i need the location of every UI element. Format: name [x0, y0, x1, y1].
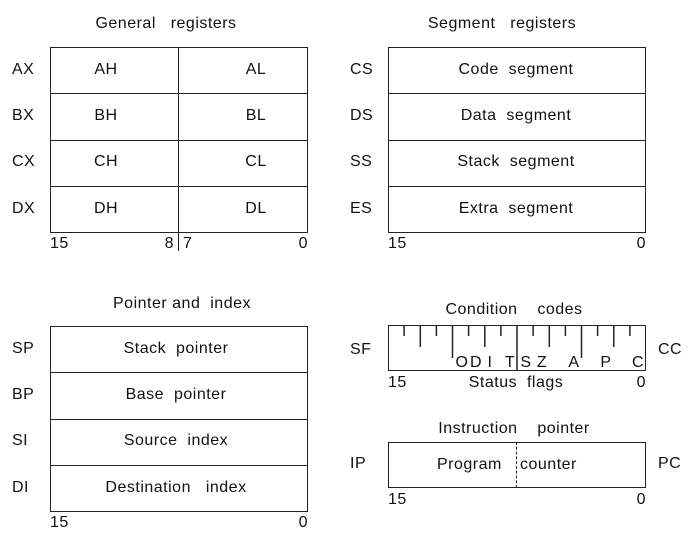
ip-label: IP: [350, 455, 367, 472]
cc-label: CC: [658, 341, 683, 358]
segment-registers-title: Segment registers: [427, 15, 577, 32]
register-name-bp: BP: [12, 386, 35, 403]
register-name-di: DI: [12, 479, 29, 496]
byte-divider: [178, 47, 179, 251]
register-ch: CH: [93, 153, 119, 170]
flag-o: O: [455, 354, 469, 371]
row-divider: [50, 419, 308, 420]
flag-a: A: [568, 354, 580, 371]
register-name-si: SI: [12, 432, 29, 449]
register-dl: DL: [245, 200, 267, 217]
bit-label-7: 7: [183, 235, 193, 252]
bit-label-15: 15: [388, 491, 407, 508]
data-segment-label: Data segment: [460, 107, 572, 124]
pc-label: PC: [658, 455, 682, 472]
flag-d: D: [469, 354, 483, 371]
stack-segment-label: Stack segment: [457, 153, 575, 170]
counter-label: counter: [520, 456, 577, 473]
register-ah: AH: [94, 61, 118, 78]
bit-label-15: 15: [50, 514, 69, 531]
register-name-es: ES: [350, 200, 373, 217]
status-flags-label: Status flags: [468, 374, 564, 391]
register-name-ds: DS: [350, 107, 374, 124]
row-divider: [388, 186, 646, 187]
register-cl: CL: [245, 153, 267, 170]
flag-z: Z: [536, 354, 548, 371]
row-divider: [50, 186, 308, 187]
row-divider: [50, 93, 308, 94]
register-name-cs: CS: [350, 61, 374, 78]
destination-index-label: Destination index: [105, 479, 247, 496]
instruction-pointer-title: Instruction pointer: [438, 420, 590, 437]
condition-codes-title: Condition codes: [445, 301, 583, 318]
program-counter-box: [388, 442, 646, 488]
register-name-dx: DX: [12, 200, 36, 217]
byte-divider-dashed: [516, 442, 517, 488]
bit-label-15: 15: [50, 235, 69, 252]
row-divider: [50, 372, 308, 373]
row-divider: [50, 465, 308, 466]
register-bh: BH: [94, 107, 118, 124]
register-al: AL: [245, 61, 267, 78]
bit-label-8: 8: [164, 235, 174, 252]
extra-segment-label: Extra segment: [458, 200, 574, 217]
bit-label-0: 0: [636, 491, 646, 508]
register-name-cx: CX: [12, 153, 36, 170]
program-label: Program: [437, 456, 502, 473]
code-segment-label: Code segment: [458, 61, 574, 78]
source-index-label: Source index: [123, 432, 229, 449]
register-dh: DH: [93, 200, 119, 217]
register-bl: BL: [245, 107, 267, 124]
flag-i: I: [487, 354, 493, 371]
row-divider: [388, 93, 646, 94]
register-name-bx: BX: [12, 107, 35, 124]
bit-label-0: 0: [636, 374, 646, 391]
row-divider: [50, 140, 308, 141]
row-divider: [388, 140, 646, 141]
flag-s: S: [520, 354, 532, 371]
flag-c: C: [631, 354, 645, 371]
bit-label-15: 15: [388, 374, 407, 391]
bit-label-0: 0: [298, 514, 308, 531]
bit-label-15: 15: [388, 235, 407, 252]
general-registers-title: General registers: [95, 15, 237, 32]
bit-label-0: 0: [298, 235, 308, 252]
base-pointer-label: Base pointer: [125, 386, 227, 403]
register-name-ss: SS: [350, 153, 373, 170]
register-name-sp: SP: [12, 340, 35, 357]
sf-label: SF: [350, 341, 372, 358]
flag-t: T: [504, 354, 516, 371]
stack-pointer-label: Stack pointer: [123, 340, 229, 357]
flag-p: P: [600, 354, 612, 371]
register-name-ax: AX: [12, 61, 35, 78]
bit-label-0: 0: [636, 235, 646, 252]
pointer-index-title: Pointer and index: [113, 295, 251, 312]
